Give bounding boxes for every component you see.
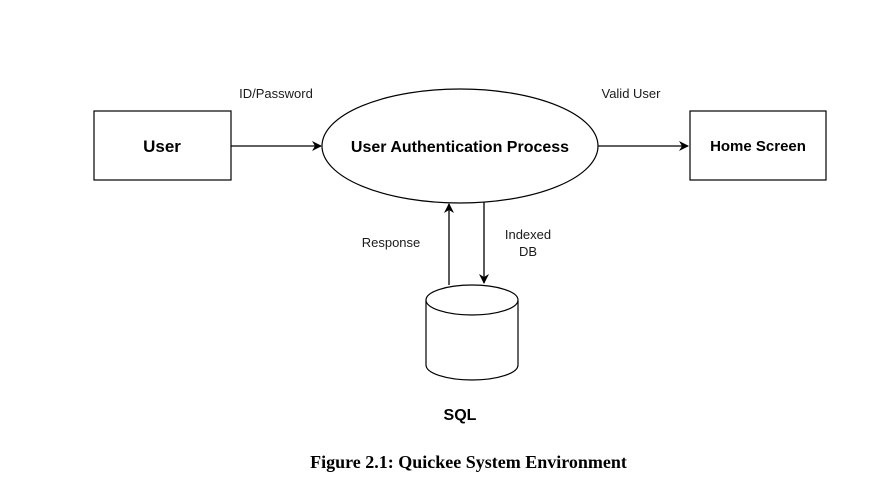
- response-edge: Response: [362, 203, 454, 285]
- sql-database-node: SQL: [425, 284, 519, 424]
- user-box: [93, 110, 232, 181]
- indexed-db-label-line2: DB: [519, 244, 537, 259]
- user-label: User: [143, 137, 181, 156]
- response-label: Response: [362, 235, 421, 250]
- figure-caption: Figure 2.1: Quickee System Environment: [310, 452, 627, 472]
- sql-cylinder-top: [425, 284, 519, 316]
- home-screen-box: [689, 110, 827, 181]
- credentials-label: ID/Password: [239, 86, 313, 101]
- auth-process-node: User Authentication Process: [321, 88, 599, 204]
- home-screen-label: Home Screen: [710, 138, 806, 155]
- user-node: User: [93, 110, 232, 181]
- indexed-db-label-line1: Indexed: [505, 227, 551, 242]
- indexed-db-edge: Indexed DB: [479, 202, 551, 284]
- sql-label: SQL: [444, 407, 477, 424]
- valid-user-edge: Valid User: [598, 86, 689, 151]
- auth-process-label: User Authentication Process: [351, 139, 569, 156]
- credentials-edge: ID/Password: [231, 86, 322, 151]
- valid-user-label: Valid User: [601, 86, 661, 101]
- home-screen-node: Home Screen: [689, 110, 827, 181]
- sql-cylinder-body: [425, 300, 519, 381]
- system-environment-diagram: User User Authentication Process Home Sc…: [93, 86, 827, 424]
